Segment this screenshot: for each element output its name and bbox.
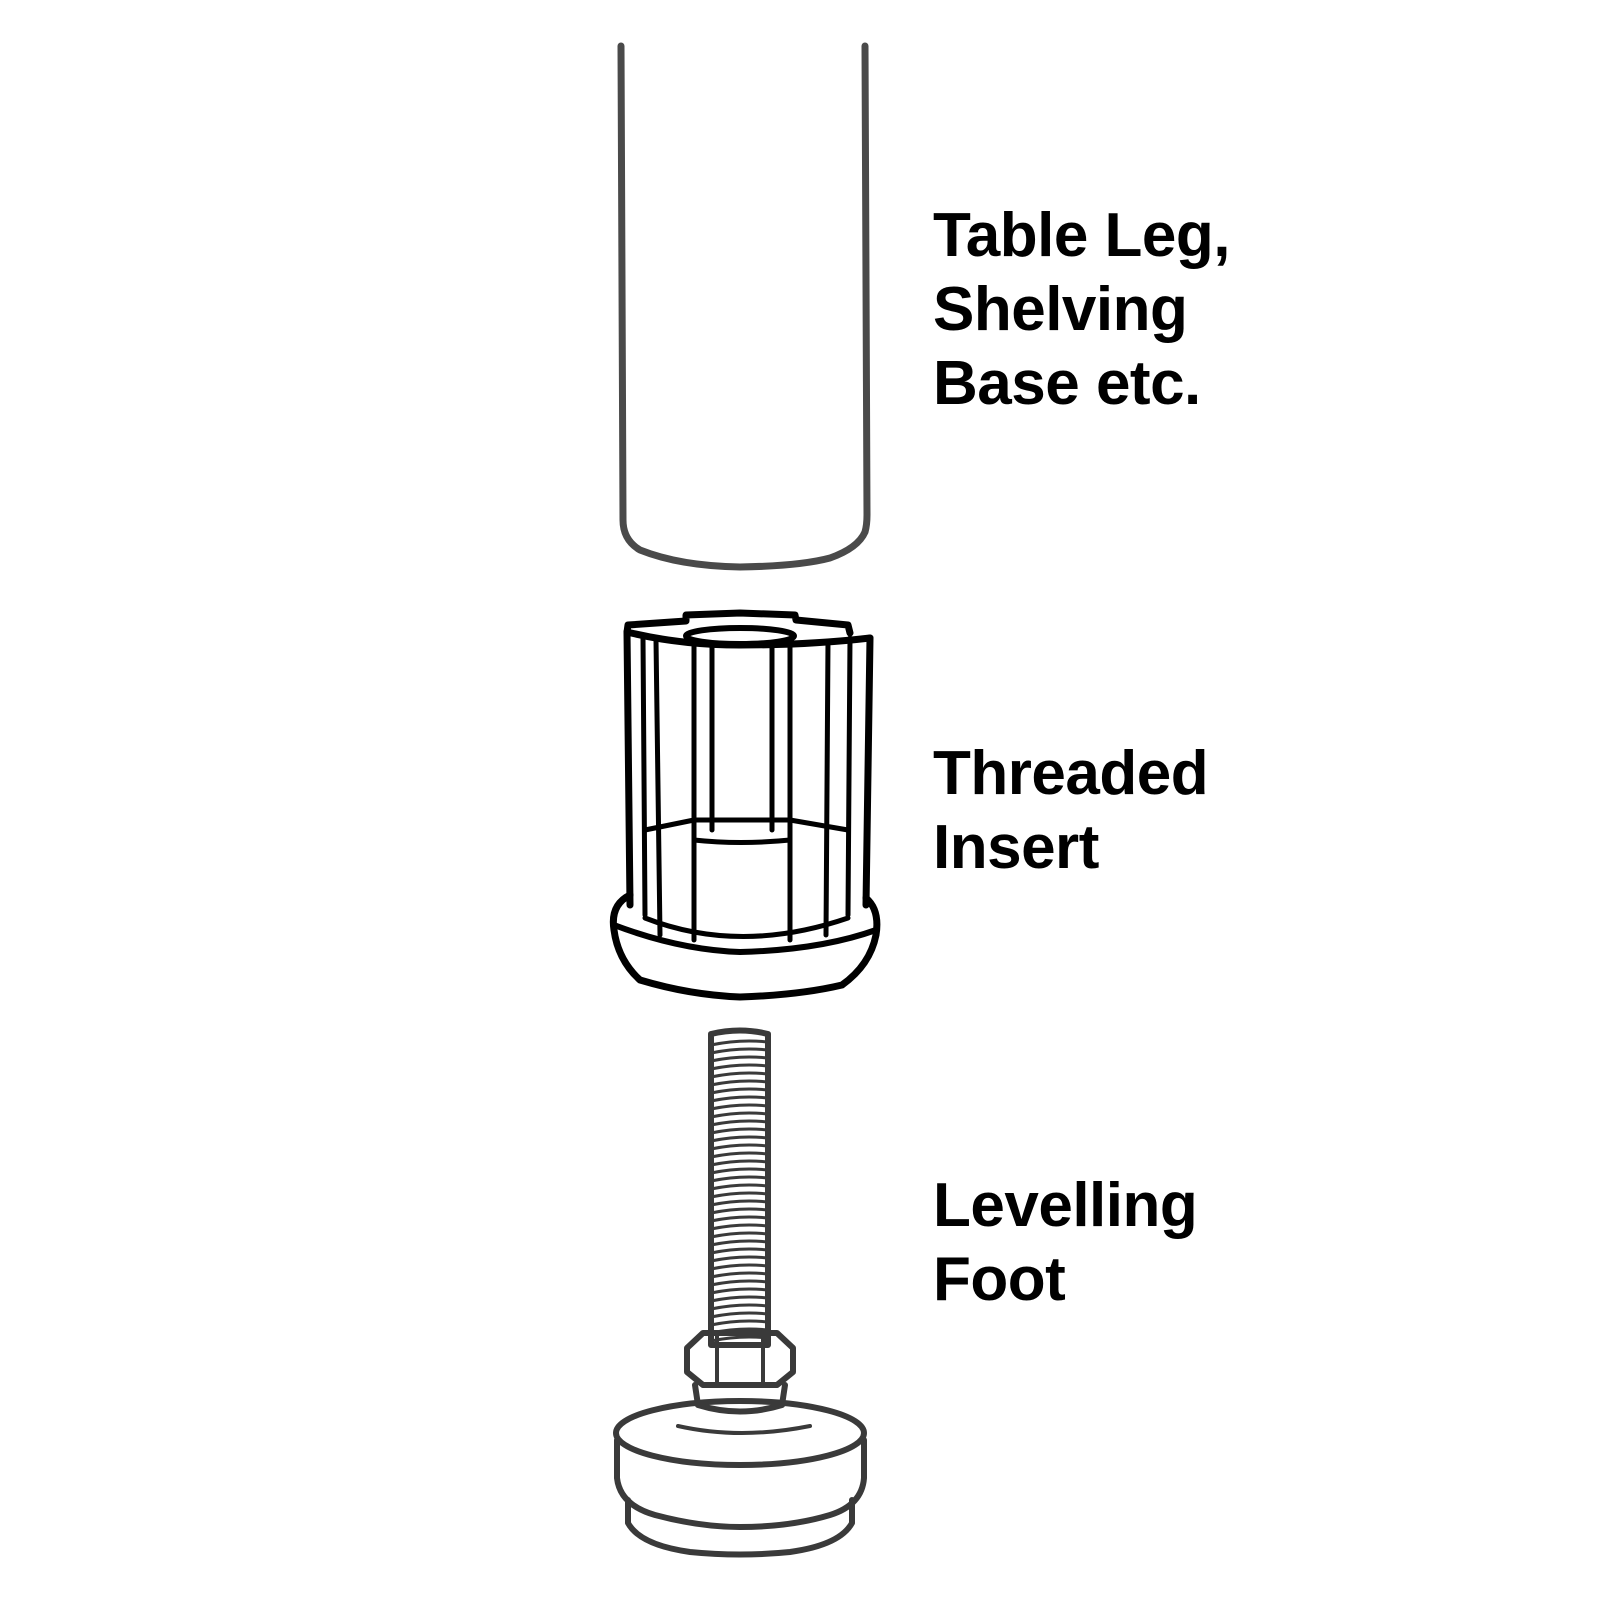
levelling-foot [613, 1027, 867, 1558]
label-threaded-insert-line-2: Insert [933, 813, 1099, 882]
threaded-insert [609, 609, 881, 1001]
label-levelling-foot-line-2: Foot [933, 1245, 1066, 1314]
label-threaded-insert: Threaded Insert [933, 737, 1209, 885]
table-leg [617, 42, 871, 571]
hex-nut [684, 1330, 796, 1415]
label-table-leg-line-3: Base etc. [933, 349, 1201, 418]
threaded-rod [708, 1027, 771, 1348]
label-table-leg-line-1: Table Leg, [933, 201, 1231, 270]
foot-base [613, 1398, 867, 1558]
label-table-leg-line-2: Shelving [933, 275, 1188, 344]
label-levelling-foot-line-1: Levelling [933, 1171, 1198, 1240]
label-levelling-foot: Levelling Foot [933, 1169, 1198, 1317]
label-table-leg: Table Leg, Shelving Base etc. [933, 199, 1231, 421]
label-threaded-insert-line-1: Threaded [933, 739, 1209, 808]
